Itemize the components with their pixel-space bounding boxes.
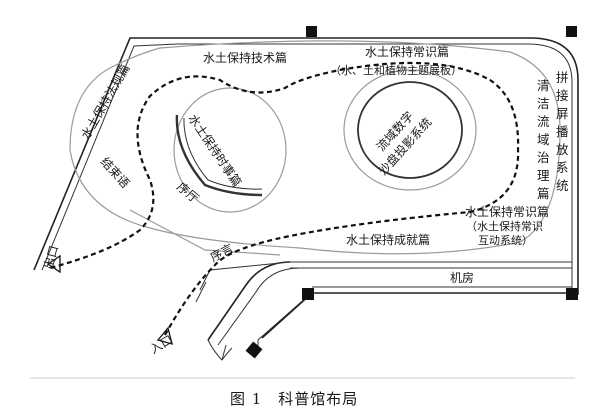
label-knowledge: 水土保持常识篇	[365, 44, 449, 59]
svg-text:播: 播	[556, 124, 569, 139]
column	[566, 288, 578, 300]
svg-text:拼: 拼	[556, 70, 569, 85]
svg-text:屏: 屏	[556, 106, 569, 121]
svg-text:接: 接	[556, 88, 569, 103]
svg-text:域: 域	[537, 132, 550, 147]
zone-labels: 水土保持技术篇 水土保持常识篇 （水、土和植物主题展板） 水土保持法规篇 水土保…	[41, 44, 569, 357]
entrance-arrow-icon	[156, 326, 173, 345]
svg-text:统: 统	[556, 178, 569, 193]
svg-text:洁: 洁	[537, 96, 550, 111]
svg-text:篇: 篇	[537, 186, 550, 201]
label-regulations: 水土保持法规篇	[78, 61, 133, 141]
label-epilogue: 结束语	[98, 155, 133, 191]
label-knowledge-sub: （水、土和植物主题展板）	[330, 63, 462, 77]
label-technology: 水土保持技术篇	[203, 50, 287, 65]
label-knowledge-interactive-sub2: 互动系统）	[478, 234, 533, 247]
structural-columns	[245, 26, 578, 359]
exit-arrow-icon	[46, 254, 61, 274]
label-machine-room: 机房	[450, 270, 474, 285]
svg-text:放: 放	[556, 142, 569, 157]
label-clean-basin-vertical: 清 洁 流 域 治 理 篇	[537, 78, 550, 201]
svg-text:系: 系	[556, 160, 569, 175]
column	[566, 26, 577, 37]
arrow-icons	[46, 254, 173, 345]
visitor-route	[49, 61, 520, 336]
label-hall: 序厅	[174, 179, 202, 206]
label-exit: 出口	[41, 244, 61, 271]
column	[302, 288, 314, 300]
svg-text:流: 流	[537, 114, 550, 129]
column	[306, 26, 317, 37]
label-knowledge-interactive-sub: （水土保持常识	[466, 219, 543, 233]
label-achievements: 水土保持成就篇	[346, 232, 430, 247]
label-entrance: 入口	[148, 332, 176, 356]
label-current-affairs: 水土保持时事篇	[186, 111, 245, 189]
label-knowledge-interactive: 水土保持常识篇	[465, 204, 549, 219]
label-preface: 序言	[207, 240, 235, 265]
display-loops	[69, 40, 561, 256]
svg-text:理: 理	[537, 168, 550, 183]
column	[245, 341, 263, 359]
svg-text:治: 治	[537, 150, 550, 165]
svg-text:清: 清	[537, 78, 550, 93]
label-splice-screen-vertical: 拼 接 屏 播 放 系 统	[556, 70, 569, 193]
figure-caption: 图 1 科普馆布局	[230, 390, 358, 408]
